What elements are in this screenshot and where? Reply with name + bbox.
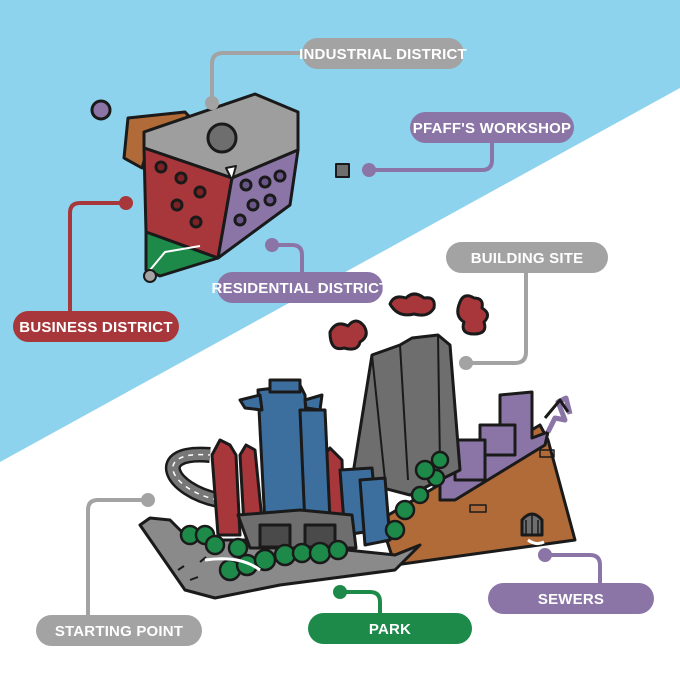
leader-business [68,201,127,322]
label-text: BUSINESS DISTRICT [19,319,172,336]
label-text: SEWERS [538,591,604,608]
minimap-cube [90,92,350,283]
smoke-cloud [328,319,368,351]
smoke-cloud [456,294,489,336]
label-industrial-district: INDUSTRIAL DISTRICT [299,38,467,69]
label-park: PARK [308,613,472,644]
label-text: INDUSTRIAL DISTRICT [299,46,467,63]
label-text: STARTING POINT [55,623,183,640]
label-business-district: BUSINESS DISTRICT [13,311,179,342]
leader-park [338,590,382,630]
leader-sewers [543,553,602,600]
leader-industrial [210,51,307,102]
label-text: RESIDENTIAL DISTRICT [211,280,388,297]
label-sewers: SEWERS [488,583,654,614]
label-residential-district: RESIDENTIAL DISTRICT [211,272,388,303]
leader-starting-point [86,498,150,632]
label-text: PARK [369,621,411,638]
label-building-site: BUILDING SITE [446,242,608,273]
city-illustration [138,292,577,600]
label-text: BUILDING SITE [471,250,584,267]
leader-residential [271,243,304,277]
smoke-cloud [388,292,436,317]
label-text: PFAFF'S WORKSHOP [413,120,571,137]
leader-workshop [367,125,494,172]
label-starting-point: STARTING POINT [36,615,202,646]
leader-building-site [465,256,528,365]
label-pfaffs-workshop: PFAFF'S WORKSHOP [410,112,574,143]
